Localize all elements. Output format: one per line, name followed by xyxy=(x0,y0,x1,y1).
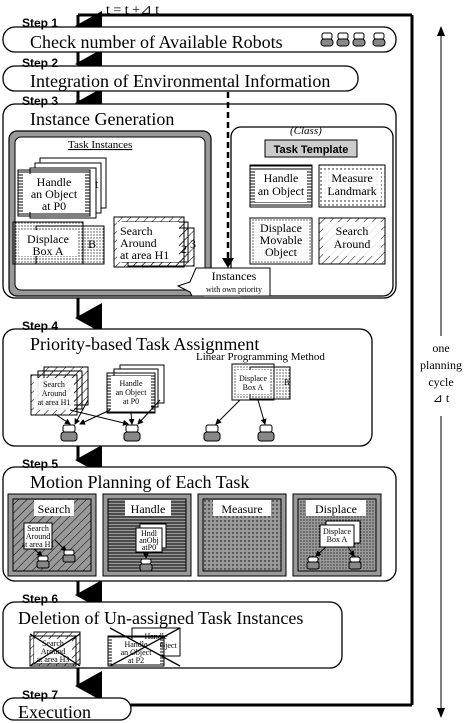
callout-line1: Instances xyxy=(212,269,257,283)
template-measure-l2: Landmark xyxy=(327,184,376,198)
template-handle-l1: Handle xyxy=(264,171,299,185)
step-7: Step 7 Execution xyxy=(2,688,132,722)
instance-peek-3: 3 xyxy=(190,237,196,251)
s6-search-l3: at area H3 xyxy=(37,655,70,664)
side-line3: cycle xyxy=(428,375,453,389)
template-displace-l2: Movable xyxy=(260,233,303,247)
step-5: Step 5 Motion Planning of Each Task Sear… xyxy=(2,457,397,582)
s5-displace-label: Displace xyxy=(315,502,357,516)
cycle-label: t = t +⊿ t xyxy=(106,3,159,18)
step-7-title: Execution xyxy=(18,702,91,722)
s6-handle-l3: at P2 xyxy=(128,656,144,665)
step-6-title: Deletion of Un-assigned Task Instances xyxy=(18,608,303,628)
lp-method: Linear Programming Method xyxy=(196,351,325,363)
instance-displace-l1: Displace xyxy=(27,232,69,246)
instance-handle-l3: at P0 xyxy=(42,199,66,213)
step-1-tag: Step 1 xyxy=(22,16,58,30)
s5-handle-sub-l3: atP0 xyxy=(142,543,156,552)
step-4-title: Priority-based Task Assignment xyxy=(30,334,259,354)
step-1: Step 1 Check number of Available Robots xyxy=(2,16,397,53)
step-1-title: Check number of Available Robots xyxy=(30,32,283,52)
s5-measure-label: Measure xyxy=(221,502,262,516)
step-4: Step 4 Priority-based Task Assignment Li… xyxy=(2,319,373,447)
step-6-tag: Step 6 xyxy=(22,592,58,606)
s4-displace-l1: Displace xyxy=(239,374,267,383)
s4-search-l3: at area H1 xyxy=(38,398,71,407)
s4-search-l2: Around xyxy=(42,389,66,398)
instance-search-l2: Around xyxy=(120,236,157,250)
template-measure-l1: Measure xyxy=(331,171,372,185)
step-7-tag: Step 7 xyxy=(22,688,58,702)
step-2-title: Integration of Environmental Information xyxy=(30,71,330,91)
task-template-header: Task Template xyxy=(274,144,349,156)
s6-handle-l1: Handle xyxy=(124,640,148,649)
planning-cycle-indicator: one planning cycle ⊿ t xyxy=(420,26,462,718)
s5-search-sub-l2: Around xyxy=(26,532,50,541)
robot-icons xyxy=(320,32,386,47)
step-4-tag: Step 4 xyxy=(22,319,58,333)
instance-search-l1: Search xyxy=(120,224,153,238)
s5-search-sub-l3: at area H1 xyxy=(22,540,55,549)
instance-handle-l1: Handle xyxy=(37,175,72,189)
step-3-tag: Step 3 xyxy=(22,94,58,108)
template-displace-l3: Object xyxy=(265,245,298,259)
step-5-title: Motion Planning of Each Task xyxy=(30,472,249,492)
s5-handle-label: Handle xyxy=(131,502,166,516)
s4-displace-l2: Box A xyxy=(243,383,264,392)
callout-line2: with own priority xyxy=(206,285,262,294)
step-2: Step 2 Integration of Environmental Info… xyxy=(2,56,359,92)
instance-peek-2: 2 xyxy=(181,242,187,256)
s5-handle-sub-l2: anObj xyxy=(139,536,159,545)
s6-handle-l2: an Object xyxy=(121,648,153,657)
s4-handle-l1: Handle xyxy=(119,379,143,388)
task-instances-header: Task Instances xyxy=(68,139,132,151)
s6-back-l2: Object xyxy=(155,641,177,650)
s5-search-label: Search xyxy=(38,502,71,516)
step-6: Step 6 Deletion of Un-assigned Task Inst… xyxy=(2,592,343,669)
s5-search-sub-l1: Search xyxy=(27,524,49,533)
instance-peek-b: B xyxy=(88,237,96,251)
instances-callout xyxy=(176,267,271,297)
s4-handle-l2: an Object xyxy=(116,388,148,397)
step-2-tag: Step 2 xyxy=(22,56,58,70)
step-3-title: Instance Generation xyxy=(30,109,174,129)
template-handle-l2: an Object xyxy=(258,184,305,198)
side-line4: ⊿ t xyxy=(433,391,450,405)
step-5-tag: Step 5 xyxy=(22,457,58,471)
class-label: (Class) xyxy=(290,125,322,137)
template-displace-l1: Displace xyxy=(260,221,302,235)
s4-handle-l3: at P0 xyxy=(123,397,139,406)
s5-handle-sub-l1: Hndl xyxy=(141,529,158,538)
instance-peek-t: t xyxy=(95,177,99,191)
s4-search-l1: Search xyxy=(43,380,65,389)
instance-displace-l2: Box A xyxy=(32,244,63,258)
side-line1: one xyxy=(432,341,449,355)
s5-displace-sub-l1: Displace xyxy=(323,527,351,536)
side-line2: planning xyxy=(420,358,462,372)
robots-step4 xyxy=(60,424,275,442)
s5-displace-sub-l2: Box A xyxy=(327,535,348,544)
s4-peek-b: B xyxy=(284,378,289,387)
step-3: Step 3 Instance Generation Task Instance… xyxy=(2,92,397,299)
template-search-l2: Around xyxy=(334,237,371,251)
instance-search-l3: at area H1 xyxy=(120,248,169,262)
template-search-l1: Search xyxy=(336,224,369,238)
instance-handle-l2: an Object xyxy=(31,187,78,201)
s6-search-l1: Search xyxy=(42,639,64,648)
